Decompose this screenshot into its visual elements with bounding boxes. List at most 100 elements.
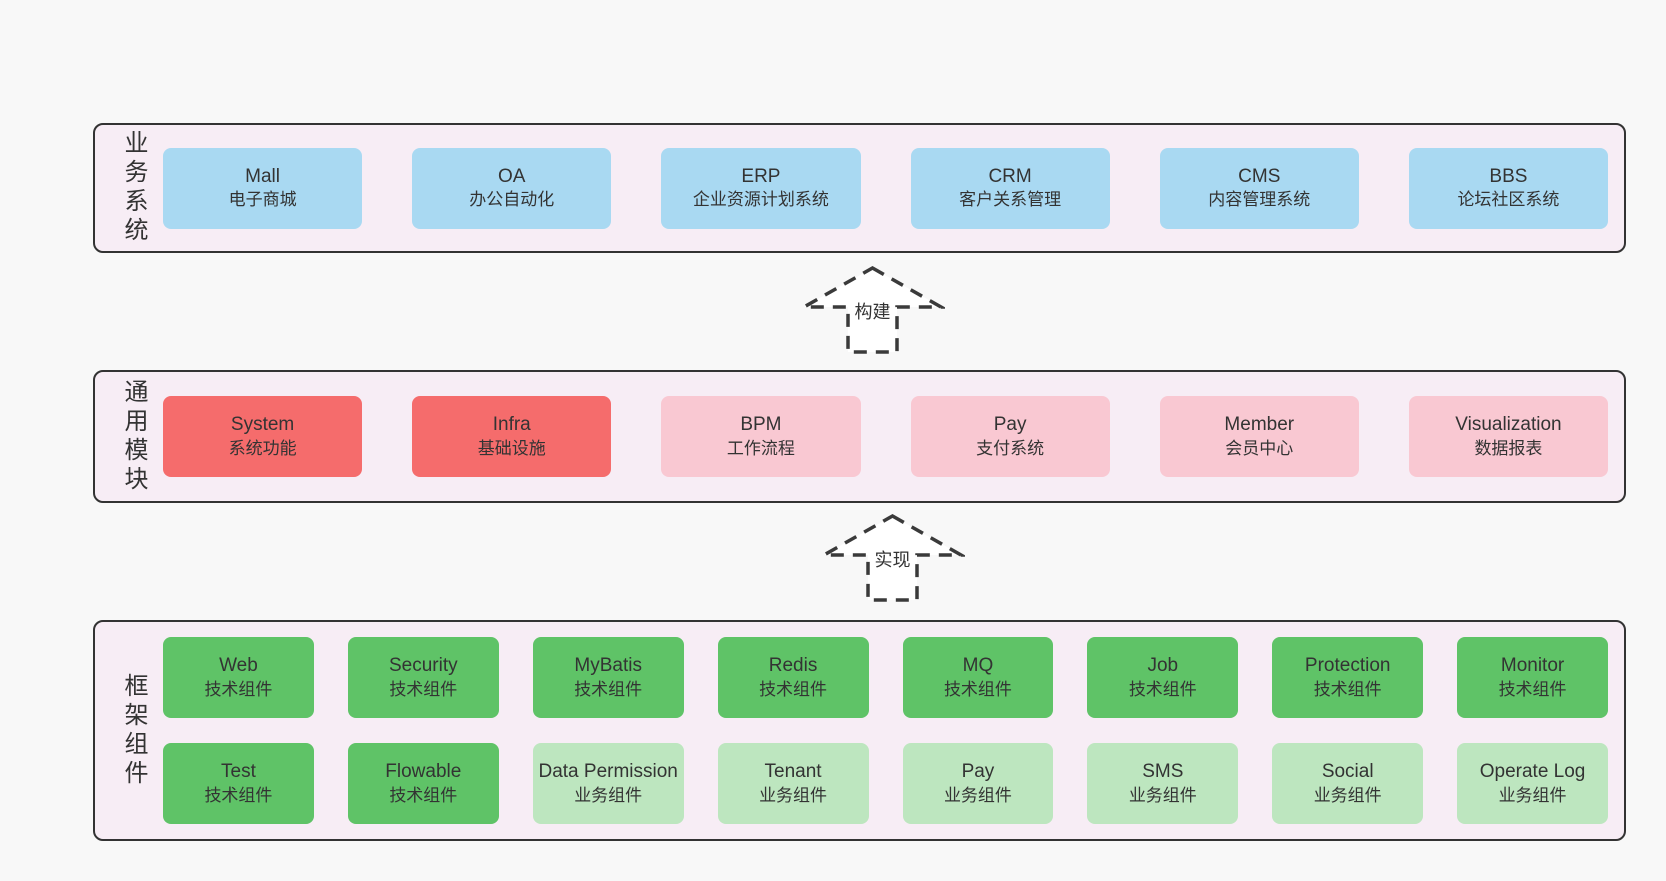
box-subtitle: 技术组件 [389,785,458,805]
component-box: Operate Log 业务组件 [1457,743,1608,824]
box-subtitle: 办公自动化 [469,190,555,210]
system-box: CMS 内容管理系统 [1159,147,1359,229]
component-box: Protection 技术组件 [1272,637,1424,718]
arrow-build: 构建 [800,264,945,356]
box-title: Flowable [385,761,462,783]
component-box: Flowable 技术组件 [347,743,499,824]
component-box: Test 技术组件 [163,743,314,824]
box-subtitle: 业务组件 [759,785,828,805]
box-title: SMS [1142,761,1184,783]
component-box: Monitor 技术组件 [1457,637,1608,718]
component-box: Security 技术组件 [347,637,499,718]
module-box: System 系统功能 [163,396,363,477]
box-title: OA [498,165,526,187]
module-box-row: System 系统功能 Infra 基础设施 BPM 工作流程 Pay 支付系统 [163,396,1609,477]
component-box: Job 技术组件 [1087,637,1239,718]
box-subtitle: 工作流程 [726,438,795,458]
box-title: Web [219,655,258,677]
box-subtitle: 会员中心 [1225,438,1294,458]
box-title: ERP [741,165,781,187]
component-box: Web 技术组件 [163,637,314,718]
box-title: Monitor [1500,655,1565,677]
module-box: Pay 支付系统 [910,396,1110,477]
box-title: Tenant [764,761,822,783]
box-title: Social [1321,761,1374,783]
component-box-row-bottom: Test 技术组件 Flowable 技术组件 Data Permission … [163,743,1608,824]
box-title: CRM [988,165,1032,187]
box-title: BPM [740,414,782,436]
tag-label: 内置功能 [62,377,84,469]
box-subtitle: 技术组件 [943,679,1012,699]
layer-common-modules: 内置功能 通用模块 System 系统功能 Infra 基础设施 BPM 工作流… [93,370,1626,503]
box-subtitle: 基础设施 [477,438,546,458]
box-title: Job [1147,655,1179,677]
box-title: System [230,414,295,436]
component-box: MyBatis 技术组件 [532,637,684,718]
box-title: Infra [492,414,531,436]
box-subtitle: 技术组件 [759,679,828,699]
component-box: Tenant 业务组件 [717,743,869,824]
box-title: BBS [1489,165,1528,187]
system-box: BBS 论坛社区系统 [1408,147,1609,229]
box-subtitle: 内容管理系统 [1208,190,1311,210]
box-title: CMS [1238,165,1281,187]
sticky-tag-built-in-features: 内置功能 [45,370,101,476]
box-title: Data Permission [538,761,678,783]
component-box: SMS 业务组件 [1087,743,1239,824]
box-title: Member [1224,414,1295,436]
box-subtitle: 数据报表 [1474,438,1543,458]
box-title: Security [388,655,458,677]
system-box: OA 办公自动化 [412,147,612,229]
module-box: Infra 基础设施 [412,396,612,477]
box-subtitle: 业务组件 [574,785,643,805]
box-title: Protection [1304,655,1391,677]
box-subtitle: 技术组件 [1498,679,1567,699]
box-subtitle: 支付系统 [976,438,1045,458]
box-subtitle: 技术组件 [574,679,643,699]
box-subtitle: 技术组件 [204,785,273,805]
arrow-build-label: 构建 [850,297,895,325]
tag-label: 内置组件 [62,679,84,771]
business-box-row: Mall 电子商城 OA 办公自动化 ERP 企业资源计划系统 CRM 客户关系… [163,147,1609,229]
layer-label-business: 业务系统 [120,130,147,246]
layer-label-components: 框架组件 [120,672,147,789]
module-box: Member 会员中心 [1159,396,1359,477]
component-rows: Web 技术组件 Security 技术组件 MyBatis 技术组件 [163,637,1608,824]
layer-business-systems: 业务系统 Mall 电子商城 OA 办公自动化 ERP 企业资源计划系统 [93,123,1626,253]
box-subtitle: 业务组件 [1498,785,1567,805]
component-box: Pay 业务组件 [902,743,1054,824]
box-subtitle: 业务组件 [943,785,1012,805]
module-box: Visualization 数据报表 [1408,396,1609,477]
box-title: Operate Log [1479,761,1586,783]
box-title: MyBatis [574,655,642,677]
box-subtitle: 企业资源计划系统 [692,190,829,210]
box-subtitle: 电子商城 [228,190,297,210]
component-box: MQ 技术组件 [902,637,1054,718]
box-title: Pay [961,761,995,783]
box-title: Test [221,761,256,783]
box-subtitle: 业务组件 [1313,785,1382,805]
box-subtitle: 技术组件 [389,679,458,699]
layer-framework-components: 内置组件 框架组件 Web 技术组件 Security 技术组件 MyBa [93,620,1626,841]
box-title: Pay [993,414,1027,436]
box-subtitle: 系统功能 [228,438,297,458]
component-box: Redis 技术组件 [717,637,869,718]
box-subtitle: 客户关系管理 [959,190,1062,210]
box-subtitle: 技术组件 [1313,679,1382,699]
arrow-implement-label: 实现 [870,545,915,573]
box-title: Mall [245,165,280,187]
box-subtitle: 技术组件 [1128,679,1197,699]
box-title: Visualization [1455,414,1562,436]
component-box: Data Permission 业务组件 [532,743,684,824]
layer-label-modules: 通用模块 [120,378,147,495]
system-box: Mall 电子商城 [163,147,363,229]
module-box: BPM 工作流程 [661,396,861,477]
sticky-tag-built-in-components: 内置组件 [45,660,101,790]
component-box: Social 业务组件 [1272,743,1424,824]
box-subtitle: 论坛社区系统 [1457,190,1560,210]
system-box: ERP 企业资源计划系统 [661,147,861,229]
arrow-implement: 实现 [820,512,965,604]
box-title: Redis [768,655,818,677]
box-title: MQ [962,655,994,677]
